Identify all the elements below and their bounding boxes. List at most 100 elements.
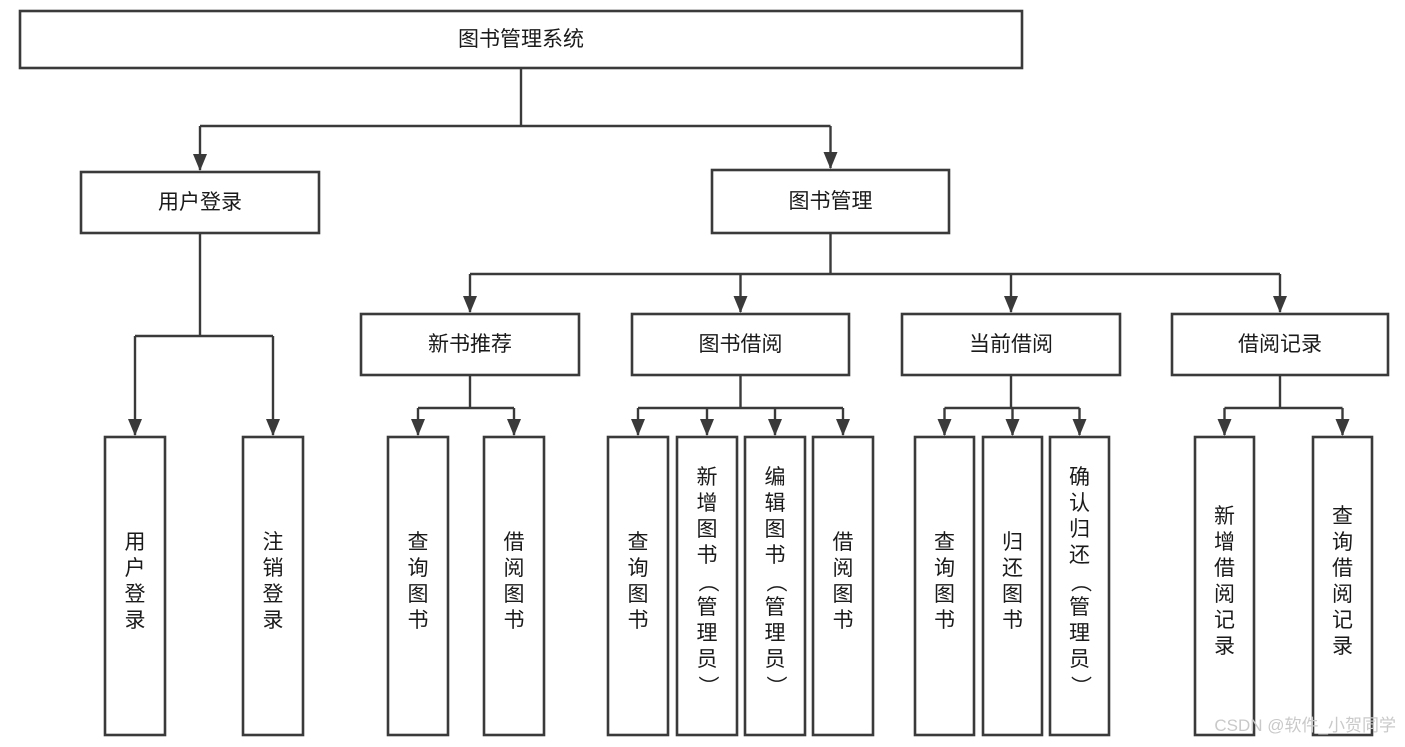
node-注销登录-box[interactable] <box>241 435 305 737</box>
arrow-head-icon <box>768 419 782 436</box>
node-确认归还管理员-box[interactable] <box>1048 435 1111 737</box>
node-新增图书管理员-glyph: 图 <box>697 518 718 541</box>
node-借阅图书-glyph: 借 <box>504 531 525 554</box>
node-用户登录-glyph: 录 <box>125 609 146 632</box>
node-归还图书-glyph: 归 <box>1002 531 1023 554</box>
node-查询图书-glyph: 查 <box>408 531 429 554</box>
node-新增图书管理员-glyph: 新 <box>697 466 718 489</box>
node-新书推荐-label: 新书推荐 <box>428 333 512 356</box>
node-注销登录-glyph: 注 <box>263 531 284 554</box>
node-编辑图书管理员-glyph: 图 <box>765 518 786 541</box>
node-查询图书-glyph: 图 <box>628 583 649 606</box>
node-编辑图书管理员-glyph: （ <box>764 572 787 593</box>
node-新增图书管理员-glyph: 理 <box>697 622 718 645</box>
node-确认归还管理员-glyph: 管 <box>1069 596 1090 619</box>
node-借阅图书-glyph: 图 <box>504 583 525 606</box>
node-新增借阅记录-box[interactable] <box>1193 435 1256 737</box>
node-图书管理[interactable]: 图书管理 <box>710 168 951 235</box>
arrow-head-icon <box>1004 296 1018 313</box>
node-图书管理-box[interactable] <box>710 168 951 235</box>
node-确认归还管理员-glyph: 员 <box>1069 648 1090 671</box>
node-编辑图书管理员-box[interactable] <box>743 435 807 737</box>
node-新增图书管理员-glyph: ） <box>696 676 719 697</box>
node-查询借阅记录-glyph: 询 <box>1332 531 1353 554</box>
node-图书借阅-label: 图书借阅 <box>699 333 783 356</box>
node-当前借阅[interactable]: 当前借阅 <box>900 312 1122 377</box>
node-图书管理系统[interactable]: 图书管理系统 <box>18 9 1024 70</box>
node-查询图书-glyph: 图 <box>408 583 429 606</box>
node-查询借阅记录-glyph: 录 <box>1332 635 1353 658</box>
node-用户登录-box[interactable] <box>79 170 321 235</box>
node-注销登录-glyph: 登 <box>263 583 284 606</box>
node-查询图书-box[interactable] <box>606 435 670 737</box>
node-注销登录-glyph: 销 <box>263 557 284 580</box>
node-用户登录[interactable]: 用户登录 <box>79 170 321 235</box>
node-查询图书-glyph: 书 <box>408 609 429 632</box>
arrow-head-icon <box>937 419 952 436</box>
node-查询图书-glyph: 询 <box>628 557 649 580</box>
node-查询借阅记录-glyph: 借 <box>1332 557 1353 580</box>
node-确认归还管理员-glyph: 确 <box>1069 466 1090 489</box>
node-用户登录-box[interactable] <box>103 435 167 737</box>
node-查询图书-glyph: 书 <box>628 609 649 632</box>
node-新书推荐[interactable]: 新书推荐 <box>359 312 581 377</box>
arrow-head-icon <box>631 419 645 436</box>
node-图书借阅-box[interactable] <box>630 312 851 377</box>
node-新增图书管理员-glyph: （ <box>696 572 719 593</box>
node-图书管理-label: 图书管理 <box>789 190 873 213</box>
node-新增图书管理员-box[interactable] <box>675 435 739 737</box>
node-查询图书-box[interactable] <box>386 435 450 737</box>
node-归还图书-box[interactable] <box>981 435 1044 737</box>
arrow-head-icon <box>193 154 207 171</box>
node-新增图书管理员-glyph: 书 <box>697 544 718 567</box>
node-查询图书-box[interactable] <box>913 435 976 737</box>
node-借阅图书-box[interactable] <box>811 435 875 737</box>
arrow-head-icon <box>266 419 280 436</box>
node-图书管理系统-box[interactable] <box>18 9 1024 70</box>
node-当前借阅-box[interactable] <box>900 312 1122 377</box>
node-编辑图书管理员-glyph: 理 <box>765 622 786 645</box>
node-查询图书-glyph: 询 <box>408 557 429 580</box>
arrow-head-icon <box>823 152 838 169</box>
node-借阅记录-box[interactable] <box>1170 312 1390 377</box>
node-归还图书-glyph: 书 <box>1002 609 1023 632</box>
node-借阅记录-label: 借阅记录 <box>1238 333 1322 356</box>
node-归还图书-glyph: 还 <box>1002 557 1023 580</box>
node-借阅图书-glyph: 书 <box>504 609 525 632</box>
node-查询图书-glyph: 书 <box>934 609 955 632</box>
node-借阅图书-glyph: 借 <box>833 531 854 554</box>
node-归还图书-glyph: 图 <box>1002 583 1023 606</box>
node-新增借阅记录-glyph: 记 <box>1214 609 1235 632</box>
node-借阅记录[interactable]: 借阅记录 <box>1170 312 1390 377</box>
csdn-watermark: CSDN @软件_小贺同学 <box>1214 716 1396 735</box>
node-新增借阅记录-glyph: 新 <box>1214 505 1235 528</box>
nodes-layer: 图书管理系统用户登录图书管理新书推荐图书借阅当前借阅借阅记录用户登录注销登录查询… <box>18 9 1390 737</box>
node-确认归还管理员-glyph: ） <box>1069 676 1092 697</box>
arrow-head-icon <box>1005 419 1020 436</box>
arrow-head-icon <box>700 419 714 436</box>
node-图书借阅[interactable]: 图书借阅 <box>630 312 851 377</box>
node-用户登录[interactable]: 用户登录 <box>103 435 167 737</box>
node-查询借阅记录-box[interactable] <box>1311 435 1374 737</box>
node-新书推荐-box[interactable] <box>359 312 581 377</box>
connectors-layer <box>128 68 1350 436</box>
node-借阅图书-box[interactable] <box>482 435 546 737</box>
node-编辑图书管理员-glyph: 辑 <box>765 492 786 515</box>
node-借阅图书-glyph: 书 <box>833 609 854 632</box>
node-新增借阅记录-glyph: 录 <box>1214 635 1235 658</box>
node-用户登录-glyph: 登 <box>125 583 146 606</box>
node-确认归还管理员-glyph: 还 <box>1069 544 1090 567</box>
